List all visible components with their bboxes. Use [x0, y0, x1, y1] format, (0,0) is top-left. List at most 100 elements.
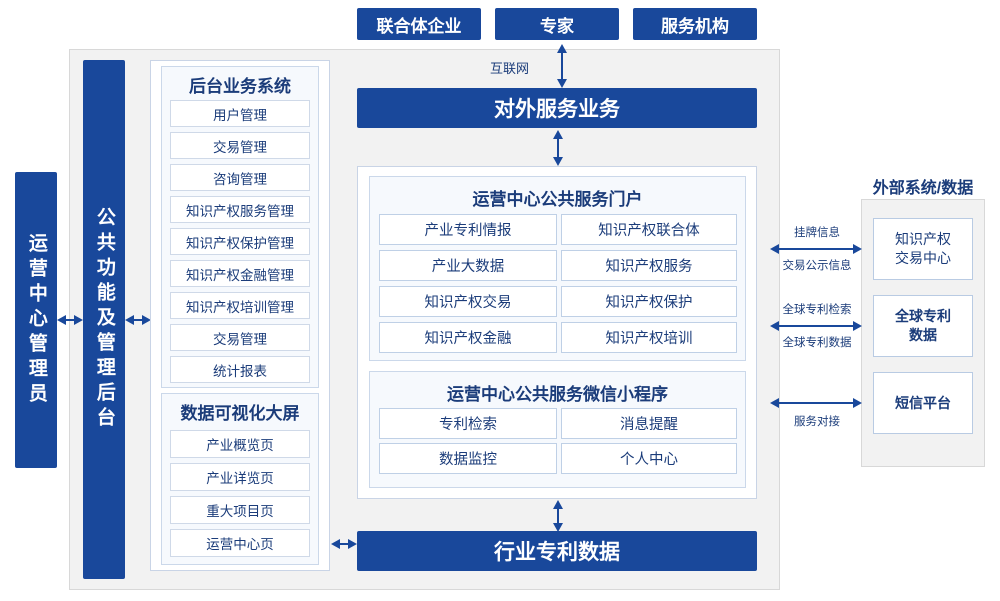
link-label-text: 服务对接	[794, 416, 840, 428]
backend-item-user-mgmt[interactable]: 用户管理	[170, 100, 310, 127]
backend-item-label: 知识产权保护管理	[186, 235, 294, 251]
backend-item-ip-training-mgmt[interactable]: 知识产权培训管理	[170, 292, 310, 319]
visual-item-label: 重大项目页	[206, 504, 274, 519]
wechat-miniprogram-title: 运营中心公共服务微信小程序	[369, 379, 746, 405]
miniprogram-item-label: 专利检索	[439, 417, 497, 433]
external-service-bar: 对外服务业务	[357, 88, 757, 128]
external-item-line1: 全球专利	[895, 308, 951, 325]
miniprogram-item-message-alert[interactable]: 消息提醒	[561, 408, 737, 439]
visual-item-operations-center[interactable]: 运营中心页	[170, 529, 310, 557]
external-item-sms-platform[interactable]: 短信平台	[873, 372, 973, 434]
backend-item-transaction-mgmt-2[interactable]: 交易管理	[170, 324, 310, 351]
external-link-label-listing: 挂牌信息	[779, 224, 855, 240]
miniprogram-item-label: 消息提醒	[620, 417, 678, 433]
portal-item-ip-service[interactable]: 知识产权服务	[561, 250, 737, 281]
external-service-bar-label: 对外服务业务	[494, 98, 620, 121]
portal-item-label: 知识产权保护	[605, 295, 693, 311]
backend-item-label: 知识产权培训管理	[186, 299, 294, 315]
portal-item-ip-transaction[interactable]: 知识产权交易	[379, 286, 557, 317]
external-item-line2: 数据	[909, 327, 937, 343]
backend-item-label: 用户管理	[213, 107, 267, 123]
portal-item-label: 知识产权联合体	[598, 223, 700, 239]
portal-item-industry-bigdata[interactable]: 产业大数据	[379, 250, 557, 281]
public-service-portal-title: 运营中心公共服务门户	[369, 184, 746, 210]
backend-business-system-title: 后台业务系统	[161, 72, 319, 96]
external-arrow-ip-exchange	[770, 244, 862, 254]
external-link-label-global-search: 全球专利检索	[772, 301, 862, 317]
external-item-ip-exchange[interactable]: 知识产权 交易中心	[873, 218, 973, 280]
common-function-bar: 公共功能及管理后台	[83, 60, 125, 579]
external-item-line1: 短信平台	[895, 394, 951, 411]
visual-item-major-projects[interactable]: 重大项目页	[170, 496, 310, 524]
portal-item-label: 知识产权培训	[605, 331, 693, 347]
backend-item-label: 知识产权服务管理	[186, 203, 294, 219]
external-arrow-sms	[770, 398, 862, 408]
internet-label: 互联网	[490, 61, 530, 76]
backend-item-ip-finance-mgmt[interactable]: 知识产权金融管理	[170, 260, 310, 287]
miniprogram-item-data-monitor[interactable]: 数据监控	[379, 443, 557, 474]
portal-to-patent-arrow	[553, 500, 563, 532]
external-link-label-service-docking: 服务对接	[779, 413, 855, 429]
external-title-text: 外部系统/数据	[872, 180, 974, 197]
backend-item-label: 统计报表	[213, 363, 267, 379]
link-label-text: 挂牌信息	[794, 227, 840, 239]
operations-admin-bar: 运营中心管理员	[15, 172, 57, 468]
external-item-line1: 知识产权	[895, 231, 951, 248]
visual-item-industry-detail[interactable]: 产业详览页	[170, 463, 310, 491]
link-label-text: 全球专利数据	[782, 337, 852, 349]
visual-item-label: 产业概览页	[206, 438, 274, 453]
external-item-global-patent-data[interactable]: 全球专利 数据	[873, 295, 973, 357]
portal-item-label: 产业大数据	[431, 259, 505, 275]
portal-item-label: 产业专利情报	[424, 223, 512, 239]
miniprogram-item-personal-center[interactable]: 个人中心	[561, 443, 737, 474]
portal-item-ip-protection[interactable]: 知识产权保护	[561, 286, 737, 317]
industry-patent-data-label: 行业专利数据	[494, 541, 620, 564]
external-link-label-public-notice: 交易公示信息	[772, 257, 862, 273]
visual-item-label: 运营中心页	[206, 537, 274, 552]
portal-item-label: 知识产权服务	[605, 259, 693, 275]
common-function-label: 公共功能及管理后台	[93, 207, 115, 432]
backend-title-text: 后台业务系统	[189, 76, 291, 96]
visual-item-industry-overview[interactable]: 产业概览页	[170, 430, 310, 458]
backend-item-ip-protection-mgmt[interactable]: 知识产权保护管理	[170, 228, 310, 255]
portal-item-ip-training[interactable]: 知识产权培训	[561, 322, 737, 353]
link-label-text: 交易公示信息	[782, 260, 852, 272]
visualization-title-text: 数据可视化大屏	[180, 403, 300, 423]
visual-item-label: 产业详览页	[206, 471, 274, 486]
backend-item-label: 咨询管理	[213, 171, 267, 187]
data-visualization-title: 数据可视化大屏	[161, 398, 319, 424]
operations-admin-label: 运营中心管理员	[25, 232, 47, 408]
portal-item-industry-patent-intel[interactable]: 产业专利情报	[379, 214, 557, 245]
backend-item-label: 交易管理	[213, 331, 267, 347]
top-button-label: 专家	[540, 16, 574, 36]
industry-patent-data-bar: 行业专利数据	[357, 531, 757, 571]
miniprogram-title-text: 运营中心公共服务微信小程序	[447, 384, 668, 404]
backend-item-transaction-mgmt[interactable]: 交易管理	[170, 132, 310, 159]
external-systems-title: 外部系统/数据	[861, 174, 985, 198]
backend-item-statistics-report[interactable]: 统计报表	[170, 356, 310, 383]
miniprogram-item-label: 个人中心	[620, 452, 678, 468]
top-button-label: 联合体企业	[376, 16, 462, 36]
internet-arrow	[557, 44, 567, 88]
backend-item-ip-service-mgmt[interactable]: 知识产权服务管理	[170, 196, 310, 223]
miniprogram-item-patent-search[interactable]: 专利检索	[379, 408, 557, 439]
portal-item-label: 知识产权交易	[424, 295, 512, 311]
portal-title-text: 运营中心公共服务门户	[472, 189, 643, 209]
miniprogram-item-label: 数据监控	[439, 452, 497, 468]
top-button-service-org[interactable]: 服务机构	[633, 8, 757, 40]
portal-item-ip-consortium[interactable]: 知识产权联合体	[561, 214, 737, 245]
backend-item-consult-mgmt[interactable]: 咨询管理	[170, 164, 310, 191]
external-link-label-global-data: 全球专利数据	[772, 334, 862, 350]
top-button-expert[interactable]: 专家	[495, 8, 619, 40]
backend-item-label: 知识产权金融管理	[186, 267, 294, 283]
visual-to-patent-arrow	[331, 539, 357, 549]
portal-item-ip-finance[interactable]: 知识产权金融	[379, 322, 557, 353]
service-to-portal-arrow	[553, 130, 563, 166]
link-label-text: 全球专利检索	[782, 304, 852, 316]
backend-item-label: 交易管理	[213, 139, 267, 155]
top-button-label: 服务机构	[661, 16, 729, 36]
top-button-consortium[interactable]: 联合体企业	[357, 8, 481, 40]
external-arrow-global-patent	[770, 321, 862, 331]
external-item-line2: 交易中心	[895, 250, 951, 266]
common-to-backend-arrow	[125, 315, 151, 325]
